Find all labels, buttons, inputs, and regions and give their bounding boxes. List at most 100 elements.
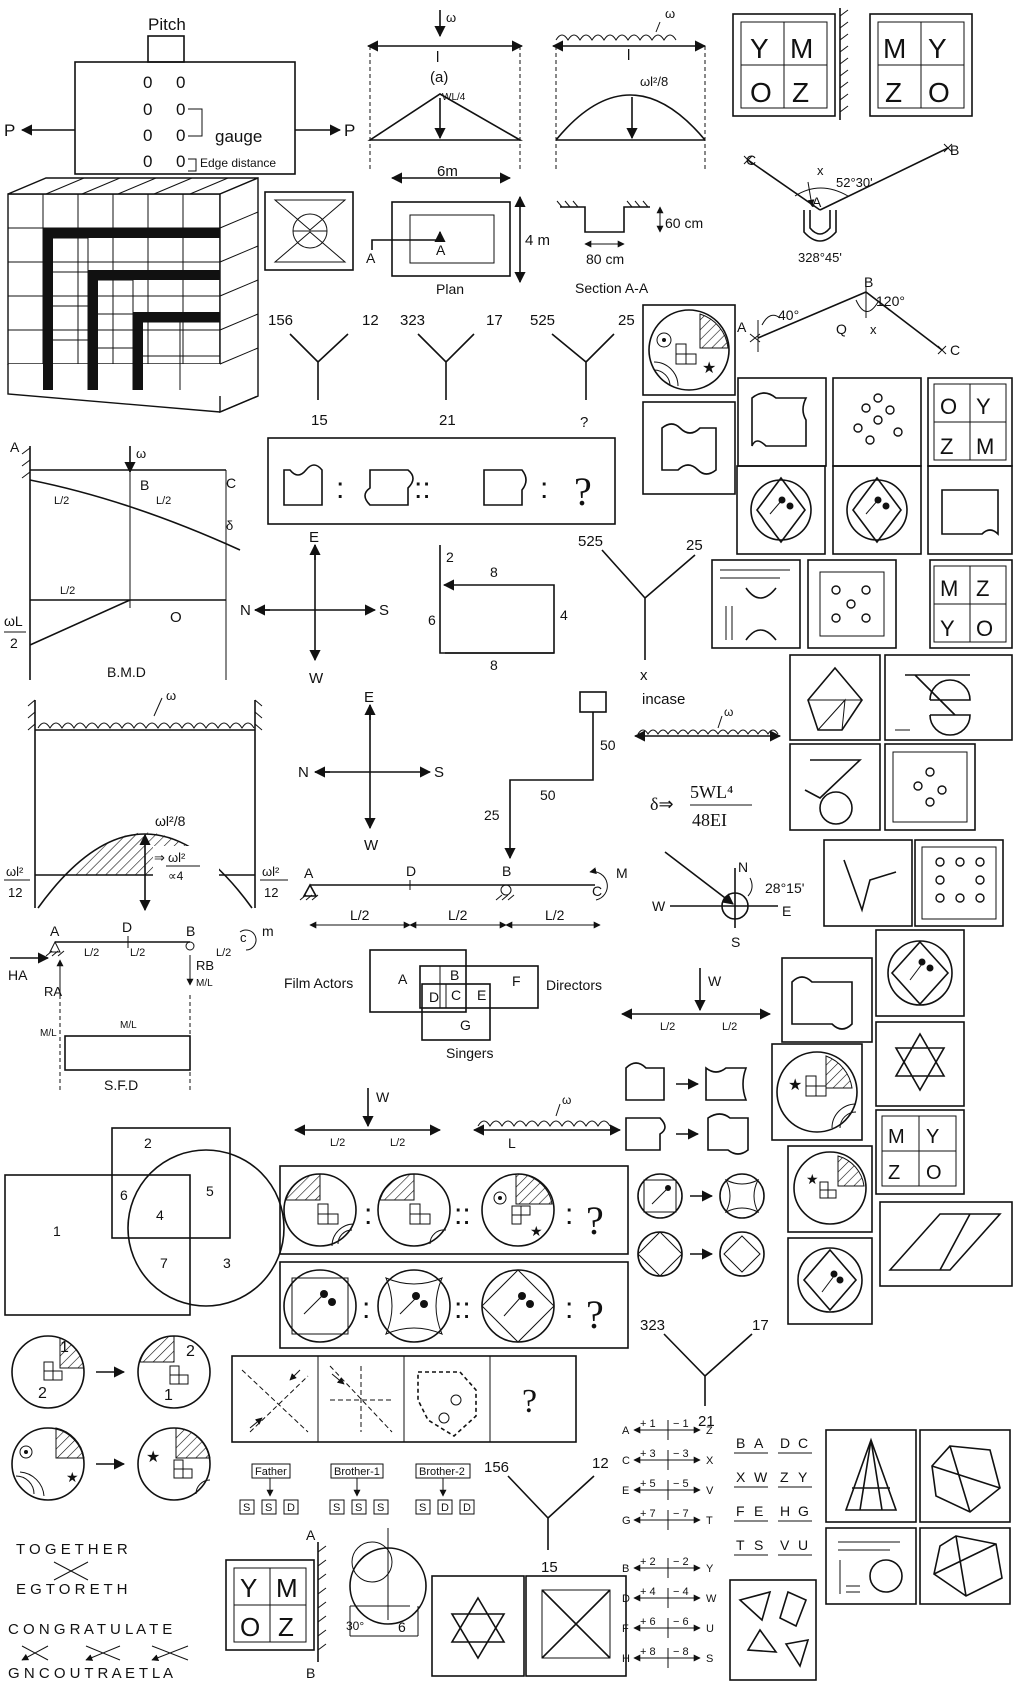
svg-text:156: 156	[484, 1459, 509, 1476]
svg-text:328°45': 328°45'	[798, 250, 842, 265]
svg-text:28°15': 28°15'	[765, 880, 804, 896]
svg-text:323: 323	[400, 312, 425, 329]
svg-text:0: 0	[176, 152, 185, 171]
svg-text:M: M	[790, 33, 813, 64]
svg-text:4: 4	[156, 1207, 164, 1223]
svg-text:4: 4	[560, 607, 568, 623]
svg-text:⇒: ⇒	[154, 850, 165, 865]
code-right-letter: X	[706, 1455, 714, 1467]
svg-text:::: ::	[414, 472, 431, 505]
code-right-letter: W	[706, 1593, 717, 1605]
svg-text:C: C	[226, 475, 236, 491]
svg-text::: :	[565, 1292, 573, 1325]
svg-text:50: 50	[540, 787, 556, 803]
truss-udl: ω l ωl²/8	[553, 6, 705, 170]
code-right-letter: V	[706, 1485, 714, 1497]
svg-text:M: M	[883, 33, 906, 64]
svg-text:ωl²: ωl²	[168, 850, 186, 865]
svg-text::: :	[362, 1292, 370, 1325]
svg-text:M: M	[276, 1573, 298, 1603]
pair-letter: Y	[798, 1469, 808, 1485]
svg-text:C: C	[950, 342, 960, 358]
bottom-right-geometry	[730, 1430, 1010, 1680]
svg-text:L/2: L/2	[130, 947, 145, 959]
code-left-letter: B	[622, 1563, 629, 1575]
svg-text:2: 2	[446, 549, 454, 565]
right-cards-row6	[824, 840, 1003, 926]
svg-text:8: 8	[490, 564, 498, 580]
svg-text:δ: δ	[226, 518, 233, 533]
sfd-beam: A D B c m L/2 L/2 L/2 HA RA RB M/L M/L M…	[8, 919, 274, 1093]
path-diagram-2: 50 50 25	[484, 692, 616, 858]
code-plus: + 2	[640, 1556, 656, 1568]
svg-text:0: 0	[143, 73, 152, 92]
right-cards-row3: MZ YO	[712, 560, 1012, 648]
svg-text:O: O	[750, 77, 772, 108]
svg-text:E: E	[782, 903, 791, 919]
svg-text:ωl²/8: ωl²/8	[155, 813, 186, 829]
svg-text:D: D	[429, 989, 439, 1005]
svg-text:Y: Y	[926, 1126, 939, 1148]
gauge-label: gauge	[215, 127, 262, 146]
svg-text:6: 6	[120, 1187, 128, 1203]
svg-text:D: D	[463, 1502, 471, 1514]
svg-text:B: B	[186, 923, 195, 939]
svg-text:2: 2	[10, 635, 18, 651]
symbol-circle-card: ★	[643, 305, 735, 395]
svg-text:?: ?	[586, 1198, 604, 1243]
svg-text:6m: 6m	[437, 163, 458, 180]
code-minus: − 3	[673, 1448, 689, 1460]
svg-text:ω: ω	[562, 1093, 571, 1107]
svg-text:S: S	[377, 1502, 384, 1514]
svg-text:B: B	[306, 1665, 315, 1681]
svg-text:15: 15	[311, 412, 328, 429]
svg-text:Y: Y	[240, 1573, 257, 1603]
svg-text:6: 6	[398, 1619, 406, 1635]
svg-text:T O G E T H E R: T O G E T H E R	[16, 1541, 128, 1558]
svg-text:N: N	[738, 859, 748, 875]
svg-text:C O N G R A T U L A T E: C O N G R A T U L A T E	[8, 1621, 172, 1638]
svg-text:15: 15	[541, 1559, 558, 1576]
svg-text:Q: Q	[836, 321, 847, 337]
symbol-circle-card-2	[772, 1044, 862, 1140]
svg-text:0: 0	[143, 126, 152, 145]
svg-text:?: ?	[574, 469, 592, 514]
svg-text:S: S	[419, 1502, 426, 1514]
svg-text:D: D	[287, 1502, 295, 1514]
svg-text:B: B	[950, 142, 959, 158]
svg-text:★: ★	[530, 1223, 543, 1239]
code-plus: + 7	[640, 1508, 656, 1520]
angle-figure: 30° 6	[346, 1528, 426, 1636]
svg-text:O: O	[240, 1612, 260, 1642]
svg-text:L/2: L/2	[156, 495, 171, 507]
svg-text:L/2: L/2	[84, 947, 99, 959]
svg-text:Brother-1: Brother-1	[334, 1466, 380, 1478]
svg-text:48EI: 48EI	[692, 810, 727, 830]
svg-text:::: ::	[454, 1198, 471, 1231]
svg-text:25: 25	[618, 312, 635, 329]
code-plus: + 5	[640, 1478, 656, 1490]
pair-letter: D	[780, 1435, 790, 1451]
svg-text:Brother-2: Brother-2	[419, 1466, 465, 1478]
pair-letter: G	[798, 1503, 809, 1519]
svg-text:Plan: Plan	[436, 281, 464, 297]
circle-analogy-row: : :: ★ : ?	[280, 1166, 628, 1254]
svg-text:Z: Z	[278, 1612, 294, 1642]
svg-text:80 cm: 80 cm	[586, 251, 624, 267]
svg-text:★: ★	[806, 1171, 819, 1187]
svg-text:0: 0	[176, 126, 185, 145]
svg-text:x: x	[817, 163, 824, 178]
svg-text:5: 5	[206, 1183, 214, 1199]
shape-transformations	[626, 1063, 764, 1276]
svg-text:L: L	[508, 1135, 516, 1151]
svg-text:M: M	[888, 1126, 905, 1148]
svg-text:ωL: ωL	[4, 613, 23, 629]
svg-text:25: 25	[484, 807, 500, 823]
pair-letter: X	[736, 1469, 746, 1485]
svg-text:S: S	[265, 1502, 272, 1514]
code-plus: + 6	[640, 1616, 656, 1628]
venn-numbers: 1 2 3 4 5 6 7	[5, 1128, 284, 1315]
svg-text:?: ?	[580, 414, 588, 431]
svg-text:?: ?	[586, 1292, 604, 1337]
compass-2: E N S W	[298, 689, 444, 854]
